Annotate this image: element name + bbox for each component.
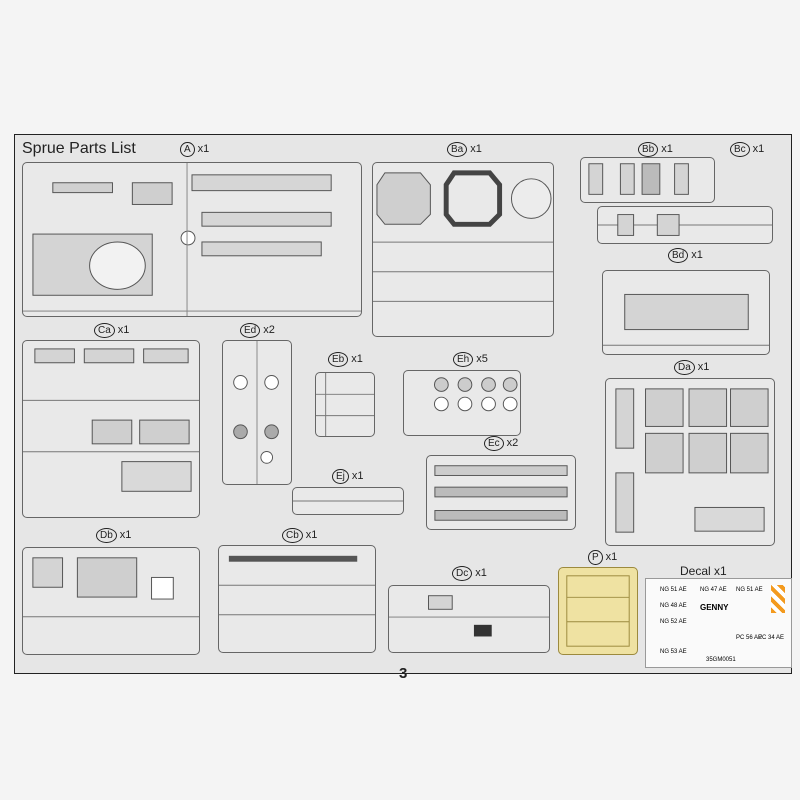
sprue-bc xyxy=(597,206,773,244)
sprue-ca xyxy=(22,340,200,518)
sprue-ba xyxy=(372,162,554,337)
decal-code: PC 34 AE xyxy=(758,635,785,641)
sprue-a xyxy=(22,162,362,317)
sprue-bb xyxy=(580,157,715,203)
sprue-cb xyxy=(218,545,376,653)
hazard-stripe-decal xyxy=(771,585,785,613)
decal-label: Decal x1 xyxy=(680,564,727,578)
sprue-da xyxy=(605,378,775,546)
sprue-bd xyxy=(602,270,770,355)
sprue-db xyxy=(22,547,200,655)
sprue-eb xyxy=(315,372,375,437)
decal-sheet: NG 51 AE NG 47 AE NG 51 AE NG 48 AE GENN… xyxy=(645,578,792,668)
decal-code: NG 47 AE xyxy=(700,587,727,593)
page-title: Sprue Parts List xyxy=(22,140,136,157)
sprue-ej xyxy=(292,487,404,515)
page-number: 3 xyxy=(399,665,408,682)
decal-code: NG 48 AE xyxy=(660,603,687,609)
sprue-ed xyxy=(222,340,292,485)
decal-sheet-id: 35GM0051 xyxy=(706,657,736,663)
decal-code: NG 51 AE xyxy=(660,587,687,593)
decal-code: NG 53 AE xyxy=(660,649,687,655)
sprue-eh xyxy=(403,370,521,436)
decal-code: PC 56 AE xyxy=(736,635,763,641)
decal-code: NG 52 AE xyxy=(660,619,687,625)
photo-etch-sheet-p xyxy=(558,567,638,655)
decal-name: GENNY xyxy=(700,603,729,612)
sprue-dc xyxy=(388,585,550,653)
decal-code: NG 51 AE xyxy=(736,587,763,593)
sprue-ec xyxy=(426,455,576,530)
